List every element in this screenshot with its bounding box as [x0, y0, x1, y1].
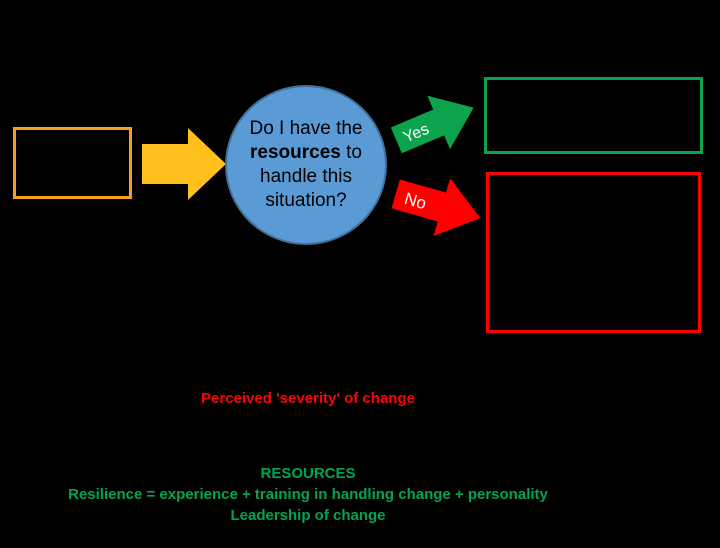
- decision-circle: Do I have the resources to handle this s…: [225, 85, 387, 245]
- severity-caption: Perceived 'severity' of change: [201, 390, 415, 407]
- question-line2-rest: to: [340, 142, 362, 163]
- input-box: [13, 127, 132, 199]
- question-line3: handle this: [260, 166, 352, 187]
- resources-title: RESOURCES: [260, 465, 356, 482]
- decision-question: Do I have the resources to handle this s…: [249, 117, 362, 213]
- question-line4: situation?: [265, 190, 347, 211]
- yes-outcome-box: [484, 77, 703, 154]
- question-bold-word: resources: [250, 142, 341, 163]
- no-arrow-icon: No: [391, 178, 481, 236]
- right-arrow-icon: [142, 128, 226, 200]
- resources-line2: Leadership of change: [230, 507, 386, 524]
- yes-arrow-icon: Yes: [390, 95, 474, 154]
- resources-line1: Resilience = experience + training in ha…: [68, 486, 548, 503]
- question-line1: Do I have the: [249, 118, 363, 139]
- resources-caption: RESOURCES Resilience = experience + trai…: [0, 463, 616, 526]
- no-outcome-box: [486, 172, 701, 333]
